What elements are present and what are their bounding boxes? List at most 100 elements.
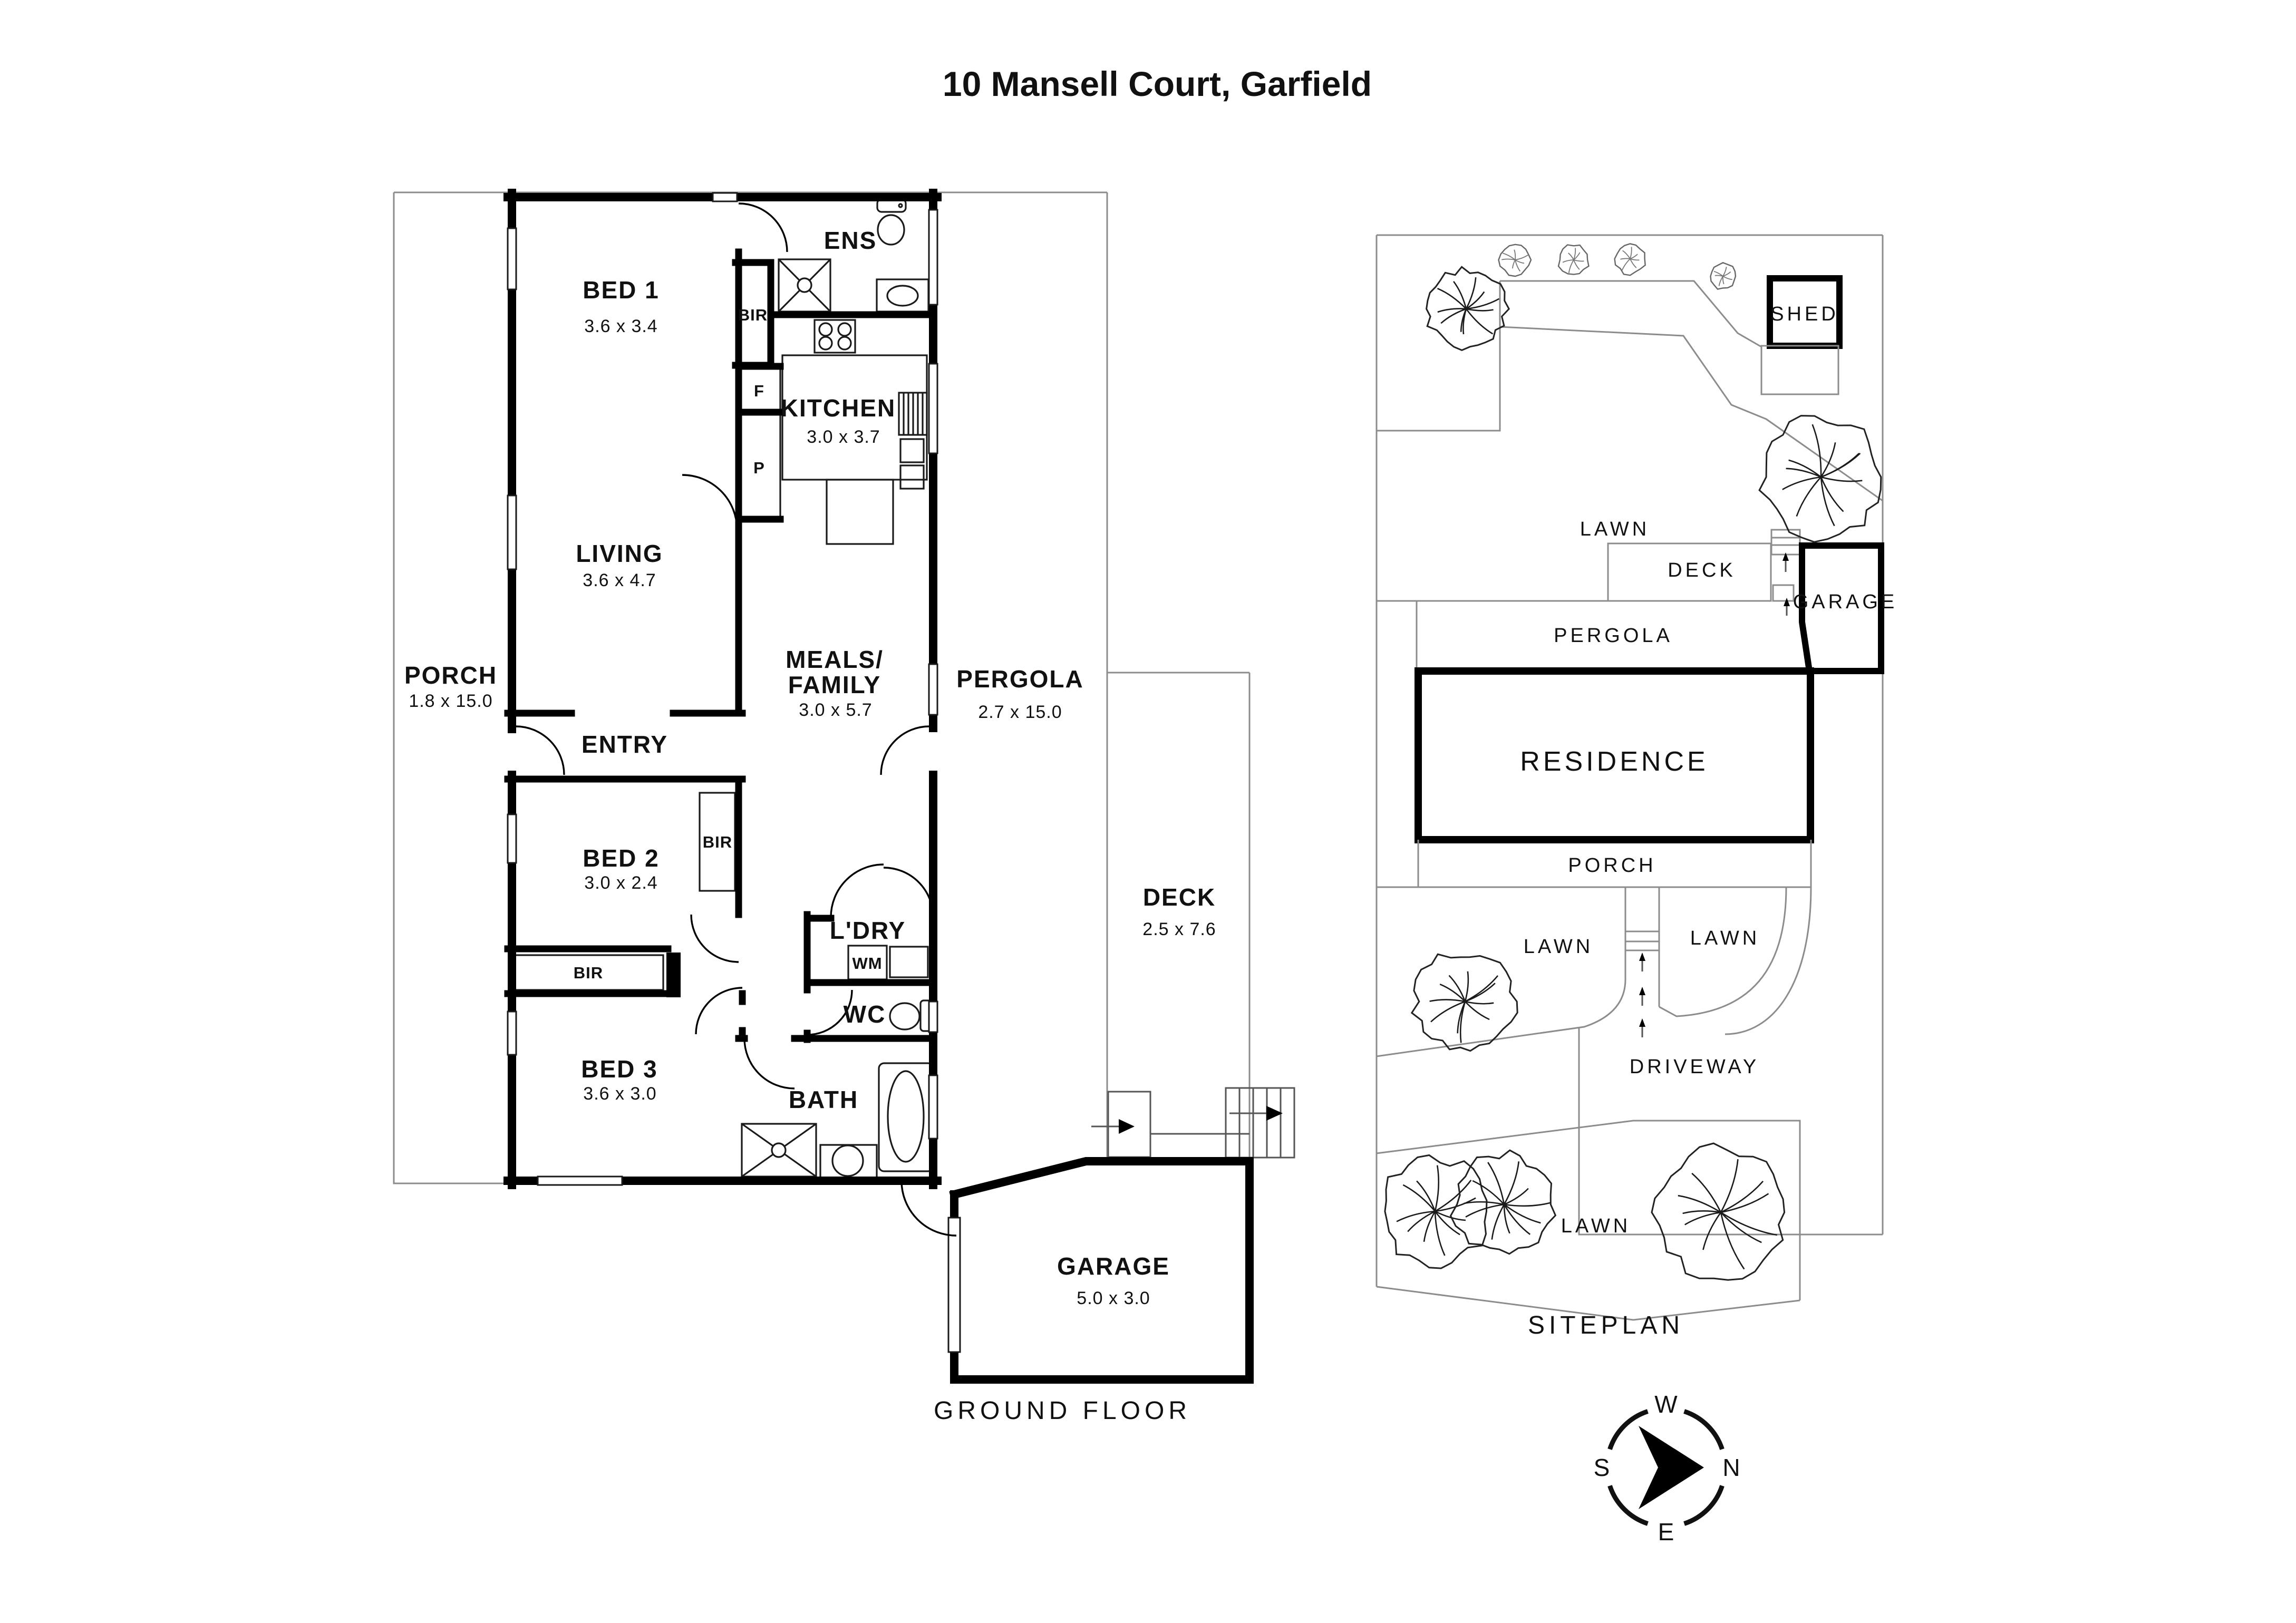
room-dims-garage: 5.0 x 3.0 bbox=[1077, 1288, 1150, 1308]
tree-icon bbox=[1426, 266, 1510, 352]
room-label-bed1: BED 1 bbox=[583, 276, 659, 304]
room-label-kitchen: KITCHEN bbox=[781, 394, 896, 422]
kitchen-fixtures bbox=[779, 319, 928, 545]
site-label-residence: RESIDENCE bbox=[1520, 746, 1708, 777]
floor-plan-labels: BED 1 3.6 x 3.4 ENS BIR KITCHEN 3.0 x 3.… bbox=[404, 227, 1216, 1425]
site-garage bbox=[1799, 542, 1884, 674]
door-arcs bbox=[515, 202, 957, 1237]
room-label-meals2: FAMILY bbox=[788, 671, 881, 698]
path-arrow-icon bbox=[1639, 953, 1645, 961]
label-wm: WM bbox=[852, 954, 882, 973]
room-label-bath: BATH bbox=[789, 1086, 858, 1113]
compass: W N S E bbox=[1594, 1391, 1740, 1546]
site-label-lawn-bottom: LAWN bbox=[1561, 1215, 1631, 1237]
compass-north-arrow-icon bbox=[1639, 1426, 1704, 1509]
room-label-deck: DECK bbox=[1143, 883, 1216, 911]
site-residence bbox=[1415, 667, 1814, 843]
stairs-arrow-icon bbox=[1266, 1106, 1283, 1121]
oven-icon bbox=[899, 438, 925, 463]
site-boundary bbox=[1375, 234, 1884, 1321]
shrub-icon bbox=[1710, 261, 1737, 290]
room-label-bed2: BED 2 bbox=[583, 844, 659, 872]
room-dims-meals: 3.0 x 5.7 bbox=[799, 700, 872, 720]
site-label-deck: DECK bbox=[1668, 559, 1736, 581]
garden-bed-lines bbox=[1377, 280, 1883, 502]
site-porch-lines bbox=[1377, 840, 1812, 888]
laundry-tub-icon bbox=[889, 946, 929, 978]
wall-jamb bbox=[666, 953, 681, 997]
shrub-icon bbox=[1614, 243, 1646, 276]
deck-stairs bbox=[1225, 1087, 1295, 1159]
interior-walls bbox=[504, 248, 937, 1043]
compass-south: S bbox=[1594, 1454, 1610, 1481]
page-title: 10 Mansell Court, Garfield bbox=[943, 64, 1372, 103]
site-bottom-lawn bbox=[1376, 1120, 1801, 1300]
tree-icon bbox=[1758, 415, 1882, 543]
room-label-laundry: L'DRY bbox=[830, 917, 906, 944]
room-dims-kitchen: 3.0 x 3.7 bbox=[807, 427, 880, 447]
tree-icon bbox=[1449, 1149, 1557, 1255]
path-arrow-icon bbox=[1639, 987, 1645, 995]
room-label-entry: ENTRY bbox=[582, 731, 668, 758]
oven-icon bbox=[899, 464, 925, 490]
windows bbox=[507, 192, 938, 1186]
path-arrow-icon bbox=[1639, 1018, 1645, 1027]
tree-icon bbox=[1410, 953, 1518, 1052]
site-label-shed: SHED bbox=[1770, 303, 1839, 325]
site-plan-footer: SITEPLAN bbox=[1528, 1311, 1684, 1339]
label-fridge: F bbox=[754, 382, 764, 400]
step-arrow-icon bbox=[1782, 552, 1789, 561]
room-dims-living: 3.6 x 4.7 bbox=[583, 570, 656, 590]
room-dims-bed3: 3.6 x 3.0 bbox=[583, 1084, 656, 1104]
room-label-bir2: BIR bbox=[703, 833, 732, 851]
room-dims-porch: 1.8 x 15.0 bbox=[409, 691, 492, 711]
room-label-pergola: PERGOLA bbox=[956, 665, 1083, 693]
site-label-pergola: PERGOLA bbox=[1554, 625, 1673, 647]
floor-plan-footer: GROUND FLOOR bbox=[934, 1397, 1191, 1425]
tree-icon bbox=[1384, 1154, 1488, 1269]
step-arrow-icon bbox=[1784, 598, 1790, 606]
tree-icon bbox=[1651, 1142, 1786, 1281]
site-shed-pad bbox=[1760, 345, 1839, 395]
toilet-icon bbox=[877, 214, 905, 246]
trees-layer bbox=[1384, 243, 1882, 1281]
garage-outline bbox=[947, 1157, 1254, 1384]
toilet-icon bbox=[889, 1002, 921, 1031]
site-label-lawn-top: LAWN bbox=[1580, 518, 1650, 540]
shrub-icon bbox=[1557, 244, 1590, 275]
room-label-bed3: BED 3 bbox=[581, 1055, 657, 1083]
room-dims-deck: 2.5 x 7.6 bbox=[1142, 919, 1216, 939]
floor-plan: BED 1 3.6 x 3.4 ENS BIR KITCHEN 3.0 x 3.… bbox=[393, 189, 1295, 1425]
site-front-path bbox=[1376, 887, 1812, 1057]
shrub-icon bbox=[1498, 244, 1532, 277]
garage-door bbox=[947, 1217, 961, 1353]
compass-ring bbox=[1607, 1409, 1725, 1526]
site-label-garage: GARAGE bbox=[1793, 591, 1898, 613]
compass-east: E bbox=[1658, 1518, 1674, 1546]
room-label-living: LIVING bbox=[576, 540, 663, 567]
site-label-lawn-front-left: LAWN bbox=[1524, 936, 1593, 958]
room-label-wc: WC bbox=[844, 1000, 886, 1028]
site-plan-labels: SHED LAWN DECK GARAGE PERGOLA RESIDENCE … bbox=[1520, 303, 1898, 1339]
room-dims-bed1: 3.6 x 3.4 bbox=[584, 316, 657, 336]
site-label-driveway: DRIVEWAY bbox=[1630, 1056, 1759, 1078]
room-dims-pergola: 2.7 x 15.0 bbox=[978, 702, 1062, 722]
bir2-closet bbox=[699, 792, 736, 892]
room-label-garage: GARAGE bbox=[1057, 1252, 1170, 1280]
room-label-meals1: MEALS/ bbox=[786, 646, 884, 673]
compass-north: N bbox=[1722, 1454, 1740, 1481]
site-pergola-lines bbox=[1377, 600, 1771, 671]
room-label-porch: PORCH bbox=[404, 662, 497, 689]
room-label-bir1: BIR bbox=[738, 306, 768, 324]
site-label-porch: PORCH bbox=[1568, 854, 1656, 877]
room-label-ens: ENS bbox=[824, 227, 877, 254]
compass-west: W bbox=[1654, 1391, 1678, 1418]
room-dims-bed2: 3.0 x 2.4 bbox=[584, 873, 657, 893]
label-pantry: P bbox=[753, 459, 765, 477]
site-label-lawn-front-right: LAWN bbox=[1690, 927, 1760, 949]
ensuite-fixtures bbox=[778, 198, 929, 313]
step-arrow-icon bbox=[1119, 1119, 1135, 1134]
exterior-walls bbox=[503, 189, 942, 1189]
